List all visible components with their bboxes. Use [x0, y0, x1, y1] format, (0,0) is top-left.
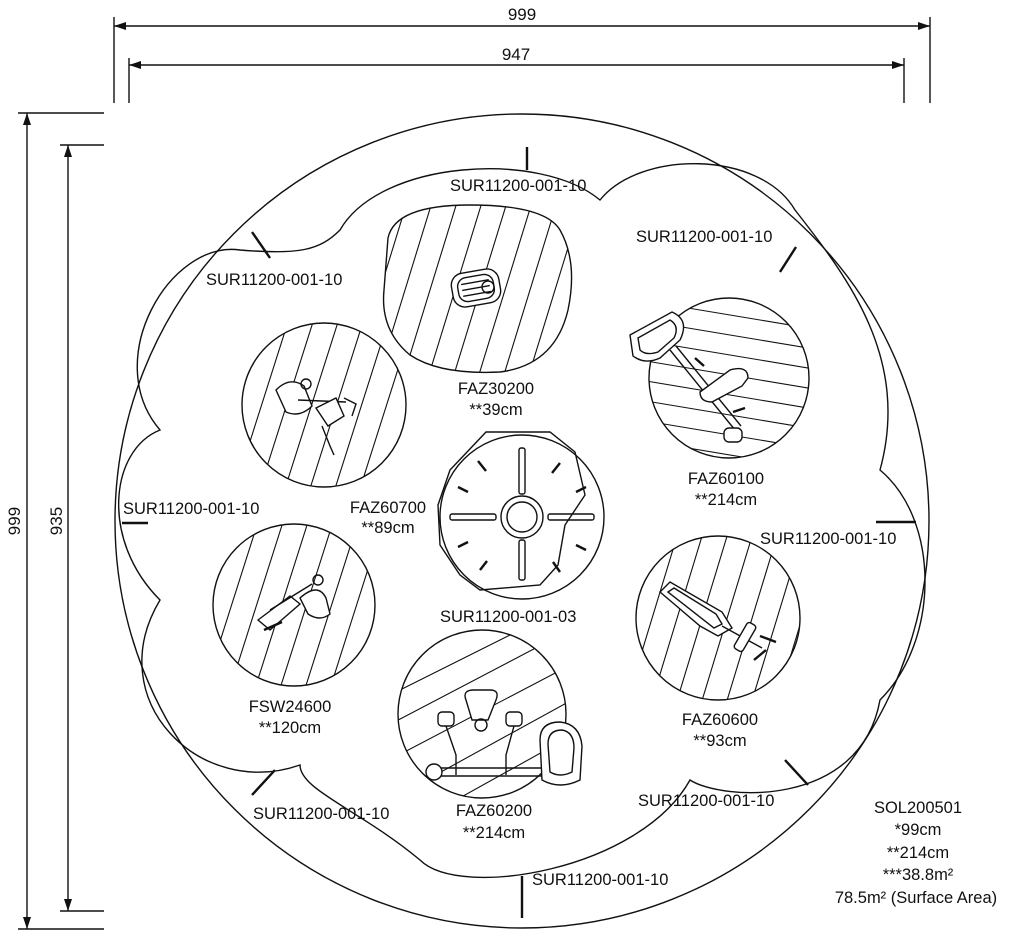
dimension-lines: [18, 17, 931, 930]
scalloped-surface-boundary: [118, 163, 926, 878]
faz60600-equipment-icon: [658, 581, 777, 661]
faz60700-height: **89cm: [361, 519, 414, 537]
zone-faz60100: [629, 297, 810, 459]
outer-width-dimension: 999: [508, 5, 536, 24]
faz30200-code: FAZ30200: [458, 380, 534, 398]
legend-code: SOL200501: [874, 799, 962, 817]
surface-label-bottom: SUR11200-001-10: [532, 871, 668, 889]
surface-seam-marks: [122, 147, 916, 918]
legend-line-1: *99cm: [895, 821, 942, 839]
surface-label-upper-right: SUR11200-001-10: [636, 228, 772, 246]
fsw24600-code: FSW24600: [249, 698, 332, 716]
faz60600-code: FAZ60600: [682, 711, 758, 729]
surface-label-top: SUR11200-001-10: [450, 177, 586, 195]
legend-line-4: 78.5m² (Surface Area): [835, 889, 997, 907]
surface-label-left: SUR11200-001-10: [123, 500, 259, 518]
faz60100-height: **214cm: [695, 491, 757, 509]
surface-label-lower-right: SUR11200-001-10: [638, 792, 774, 810]
faz60200-equipment-icon: [425, 689, 583, 786]
surface-label-lower-left: SUR11200-001-10: [253, 805, 389, 823]
outer-surface-circle: [114, 113, 930, 929]
faz30200-height: **39cm: [469, 401, 522, 419]
fsw24600-equipment-icon: [256, 574, 331, 632]
surface-label-center: SUR11200-001-03: [440, 608, 576, 626]
surface-label-upper-left: SUR11200-001-10: [206, 271, 342, 289]
legend-line-3: ***38.8m²: [883, 866, 954, 884]
inner-height-dimension: 935: [47, 507, 66, 535]
zone-faz60200: [397, 629, 583, 799]
fsw24600-height: **120cm: [259, 719, 321, 737]
faz60200-height: **214cm: [463, 824, 525, 842]
surface-label-right: SUR11200-001-10: [760, 530, 896, 548]
center-disc-sur11200-001-03: [437, 431, 605, 600]
zone-faz30200: [382, 204, 573, 374]
zone-faz60700: [241, 322, 407, 488]
faz60100-code: FAZ60100: [688, 470, 764, 488]
inner-width-dimension: 947: [502, 45, 530, 64]
specification-legend: SOL200501 *99cm **214cm ***38.8m² 78.5m²…: [835, 799, 997, 907]
faz60600-height: **93cm: [693, 732, 746, 750]
legend-line-2: **214cm: [887, 844, 949, 862]
faz30200-equipment-icon: [450, 268, 502, 308]
faz60100-equipment-icon: [629, 311, 749, 443]
faz60700-code: FAZ60700: [350, 499, 426, 517]
outer-height-dimension: 999: [5, 507, 24, 535]
faz60700-equipment-icon: [275, 378, 357, 456]
faz60200-code: FAZ60200: [456, 802, 532, 820]
